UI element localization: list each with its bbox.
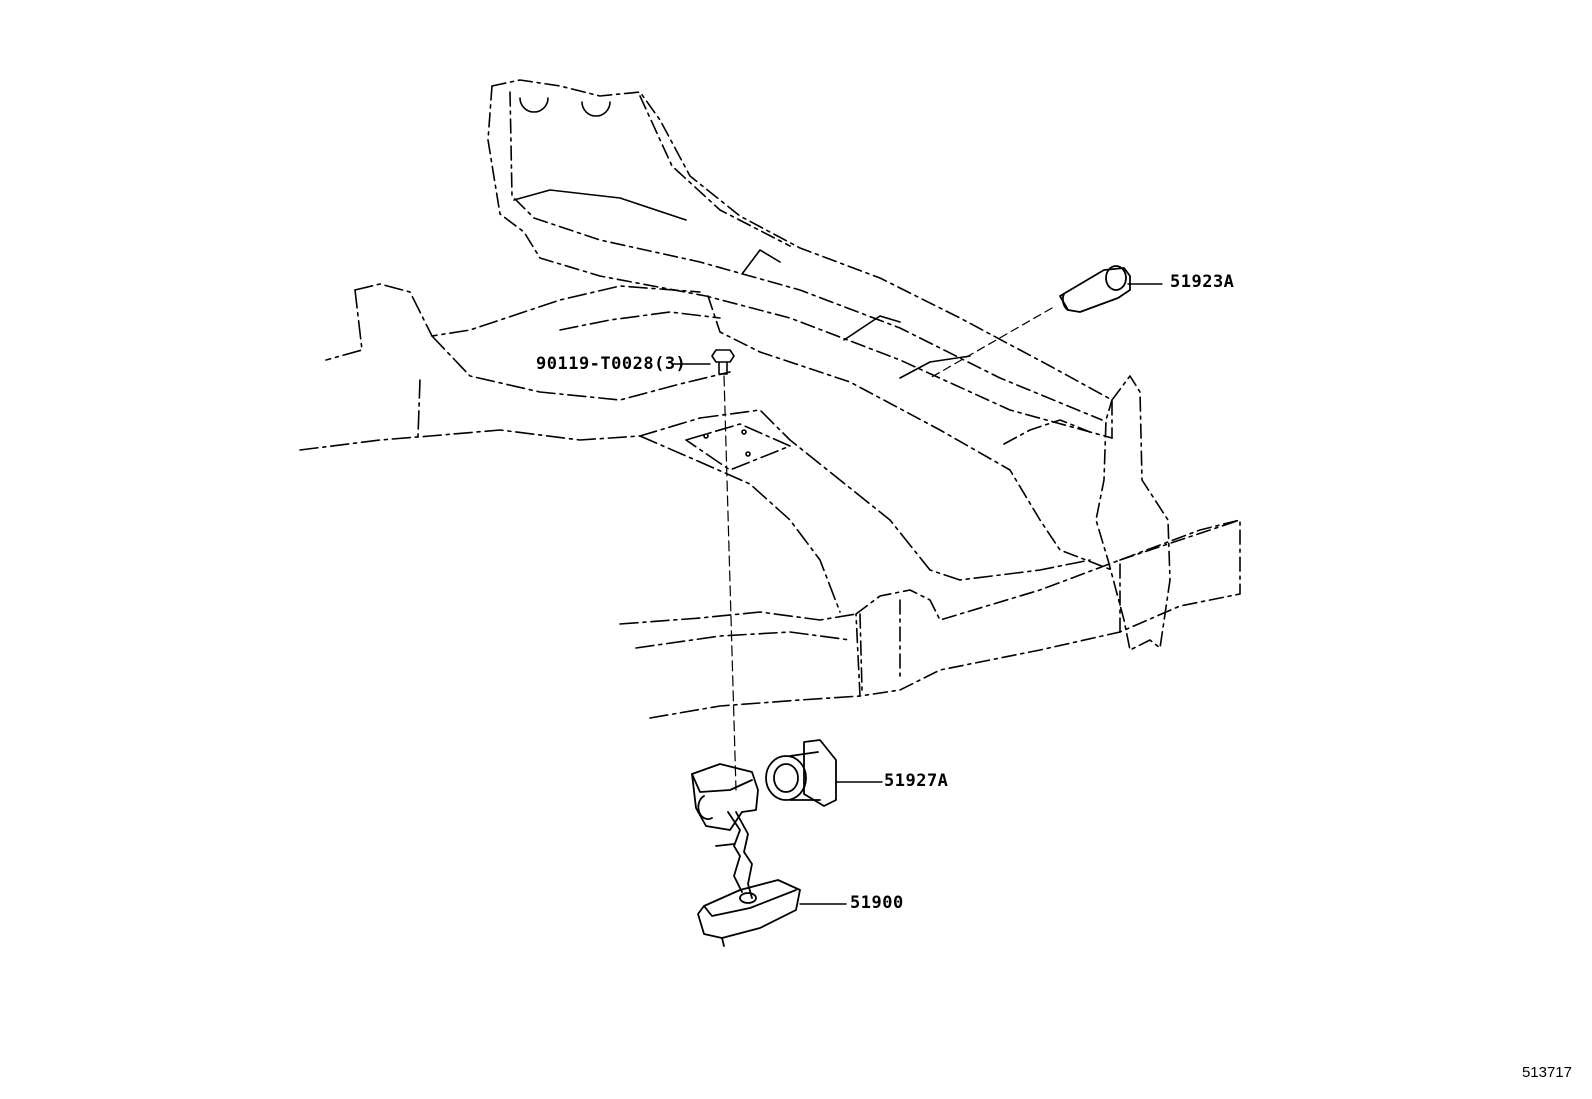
part-51900-drawing — [691, 763, 847, 947]
diagram-reference-number: 513717 — [1521, 1064, 1572, 1081]
part-51927A-drawing — [765, 739, 883, 807]
part-bolt-drawing — [671, 349, 735, 375]
floor-cross-members — [299, 283, 1091, 719]
part-51923A-drawing — [1059, 265, 1163, 313]
part-label-51923A[interactable]: 51923A — [1170, 272, 1235, 292]
part-label-51900[interactable]: 51900 — [850, 893, 904, 913]
mount-pad — [703, 429, 751, 457]
leader-bolt — [723, 375, 737, 791]
front-cross-beam — [855, 375, 1241, 697]
upper-frame-rail — [487, 79, 1113, 571]
part-label-51927A[interactable]: 51927A — [884, 771, 949, 791]
leader-51923A — [929, 307, 1053, 379]
upper-frame-contours — [513, 97, 971, 379]
part-label-90119-T0028[interactable]: 90119-T0028(3) — [536, 354, 687, 374]
